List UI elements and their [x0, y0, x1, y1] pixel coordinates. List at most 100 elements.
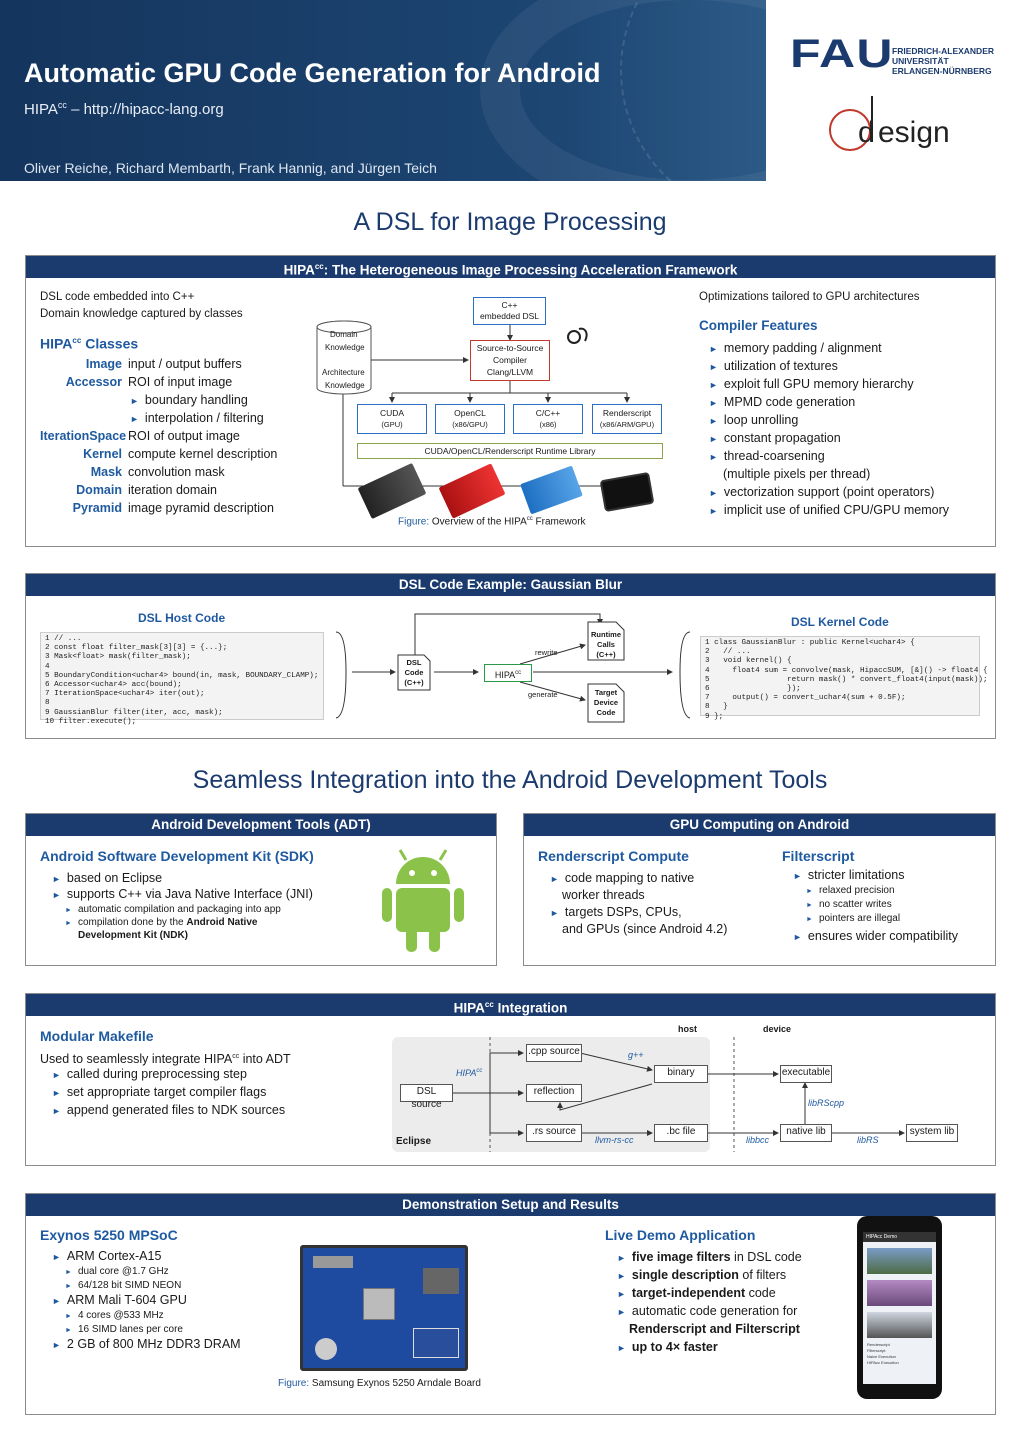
db-knowledge-label: Knowledge: [325, 343, 365, 352]
framework-figure-caption: Figure: Overview of the HIPAcc Framework: [398, 516, 586, 528]
exynos-spec-item: ►ARM Mali T-604 GPU: [52, 1293, 187, 1307]
framework-intro-2: Domain knowledge captured by classes: [40, 308, 243, 320]
bc-file-node: .bc file: [654, 1124, 708, 1142]
code-line: 9 };: [705, 712, 724, 721]
target-node: OpenCL(x86/GPU): [435, 404, 505, 434]
board-battery: [315, 1338, 337, 1360]
compiler-feature: ►utilization of textures: [709, 359, 838, 373]
code-line: 5 BoundaryCondition<uchar4> bound(in, ma…: [45, 671, 319, 680]
compiler-feature: ►memory padding / alignment: [709, 341, 882, 355]
sdk-title: Android Software Development Kit (SDK): [40, 848, 314, 864]
live-demo-title: Live Demo Application: [605, 1227, 756, 1243]
class-name: Mask: [90, 465, 122, 479]
db-domain-label: Domain: [330, 330, 358, 339]
integration-flow-lines: [452, 1037, 905, 1152]
hipacc-compiler-node: HIPAcc: [484, 664, 532, 682]
fs-subitem-2: ►pointers are illegal: [806, 913, 901, 924]
filterscript-title: Filterscript: [782, 848, 855, 864]
compiler-feature: ►vectorization support (point operators): [709, 485, 935, 499]
class-name: Domain: [76, 483, 122, 497]
board-connector: [313, 1256, 353, 1268]
class-description: ROI of input image: [128, 375, 233, 389]
code-line: 7 IterationSpace<uchar4> iter(out);: [45, 690, 205, 699]
adt-subitem-1: ►compilation done by the Android Native: [65, 917, 258, 928]
llvm-rs-cc-label: llvm-rs-cc: [595, 1135, 634, 1145]
compiler-feature: ►constant propagation: [709, 431, 841, 445]
code-line: 2 const float filter_mask[3][3] = {...};: [45, 644, 228, 653]
class-name: Pyramid: [72, 501, 122, 515]
example-panel-header: DSL Code Example: Gaussian Blur: [26, 574, 995, 596]
kernel-code-block: 1 class GaussianBlur : public Kernel<uch…: [700, 636, 988, 721]
code-line: 5 return mask() * convert_float4(input(m…: [705, 675, 988, 684]
class-name: IterationSpace: [40, 429, 127, 443]
soc-chip: [363, 1288, 395, 1320]
phone-image-1: [867, 1248, 932, 1274]
code-line: 6 });: [705, 685, 801, 694]
code-line: 8 }: [705, 703, 728, 712]
class-description: compute kernel description: [128, 447, 278, 461]
live-demo-item: ►five image filters in DSL code: [617, 1250, 802, 1264]
generate-label: generate: [528, 690, 558, 699]
gpu-panel: GPU Computing on Android: [523, 813, 996, 966]
example-flow-lines: [335, 613, 691, 723]
android-robot-icon: [378, 848, 468, 954]
arndale-board-image: [300, 1245, 468, 1371]
compiler-feature: ►exploit full GPU memory hierarchy: [709, 377, 914, 391]
fs-subitem-1: ►no scatter writes: [806, 899, 892, 910]
class-sub-item: ►boundary handling: [130, 393, 248, 407]
makefile-item-1: ►set appropriate target compiler flags: [52, 1085, 267, 1099]
adt-subitem-1-cont: Development Kit (NDK): [78, 930, 189, 941]
target-node: CUDA(GPU): [357, 404, 427, 434]
runtime-library-node: CUDA/OpenCL/Renderscript Runtime Library: [357, 443, 663, 459]
optimizations-title: Optimizations tailored to GPU architectu…: [699, 291, 920, 303]
target-node: C/C++(x86): [513, 404, 583, 434]
gpp-label: g++: [628, 1050, 644, 1060]
cpp-source-node: .cpp source: [526, 1044, 582, 1062]
poster-title: Automatic GPU Code Generation for Androi…: [24, 58, 601, 88]
code-line: 6 Accessor<uchar4> acc(bound);: [45, 681, 182, 690]
host-label: host: [678, 1024, 697, 1034]
framework-intro-1: DSL code embedded into C++: [40, 291, 195, 303]
integration-panel-header: HIPAcc Integration: [26, 994, 995, 1016]
executable-node: executable: [780, 1065, 832, 1083]
librs-label: libRS: [857, 1135, 879, 1145]
librscpp-label: libRScpp: [808, 1098, 845, 1108]
code-line: 3 Mask<float> mask(filter_mask);: [45, 653, 191, 662]
code-line: 8: [45, 699, 50, 708]
live-demo-item: ►automatic code generation for: [617, 1304, 798, 1318]
board-port: [423, 1268, 459, 1294]
compiler-feature: ►thread-coarsening: [709, 449, 825, 463]
host-code-block: 1 // ...2 const float filter_mask[3][3] …: [40, 632, 324, 726]
system-lib-node: system lib: [906, 1124, 958, 1142]
target-node: Renderscript(x86/ARM/GPU): [592, 404, 662, 434]
class-description: image pyramid description: [128, 501, 274, 515]
renderscript-title: Renderscript Compute: [538, 848, 689, 864]
compiler-feature: ►loop unrolling: [709, 413, 799, 427]
phone-image-2: [867, 1280, 932, 1306]
class-sub-item: ►interpolation / filtering: [130, 411, 264, 425]
class-name: Accessor: [65, 375, 122, 389]
code-line: 1 class GaussianBlur : public Kernel<uch…: [705, 639, 915, 647]
cpp-embedded-node: C++embedded DSL: [473, 297, 546, 325]
binary-node: binary: [654, 1065, 708, 1083]
svg-text:d: d: [858, 116, 875, 149]
code-line: 3 void kernel() {: [705, 657, 792, 666]
compiler-features-title: Compiler Features: [699, 318, 818, 333]
class-name: Image: [85, 357, 122, 371]
rs-item-0: ►code mapping to native: [550, 871, 695, 885]
adt-subitem-0: ►automatic compilation and packaging int…: [65, 904, 281, 915]
db-architecture-label: Architecture: [322, 368, 365, 377]
kernel-code-title: DSL Kernel Code: [791, 615, 889, 629]
code-line: 9 GaussianBlur filter(iter, acc, mask);: [45, 708, 223, 717]
live-demo-item: ►target-independent code: [617, 1286, 776, 1300]
code-line: 10 filter.execute();: [45, 717, 137, 726]
demo-panel: Demonstration Setup and Results: [25, 1193, 996, 1415]
dsl-source-node: DSL source: [400, 1084, 453, 1110]
board-figure-caption: Figure: Samsung Exynos 5250 Arndale Boar…: [278, 1378, 481, 1389]
section-title-dsl: A DSL for Image Processing: [353, 208, 667, 236]
